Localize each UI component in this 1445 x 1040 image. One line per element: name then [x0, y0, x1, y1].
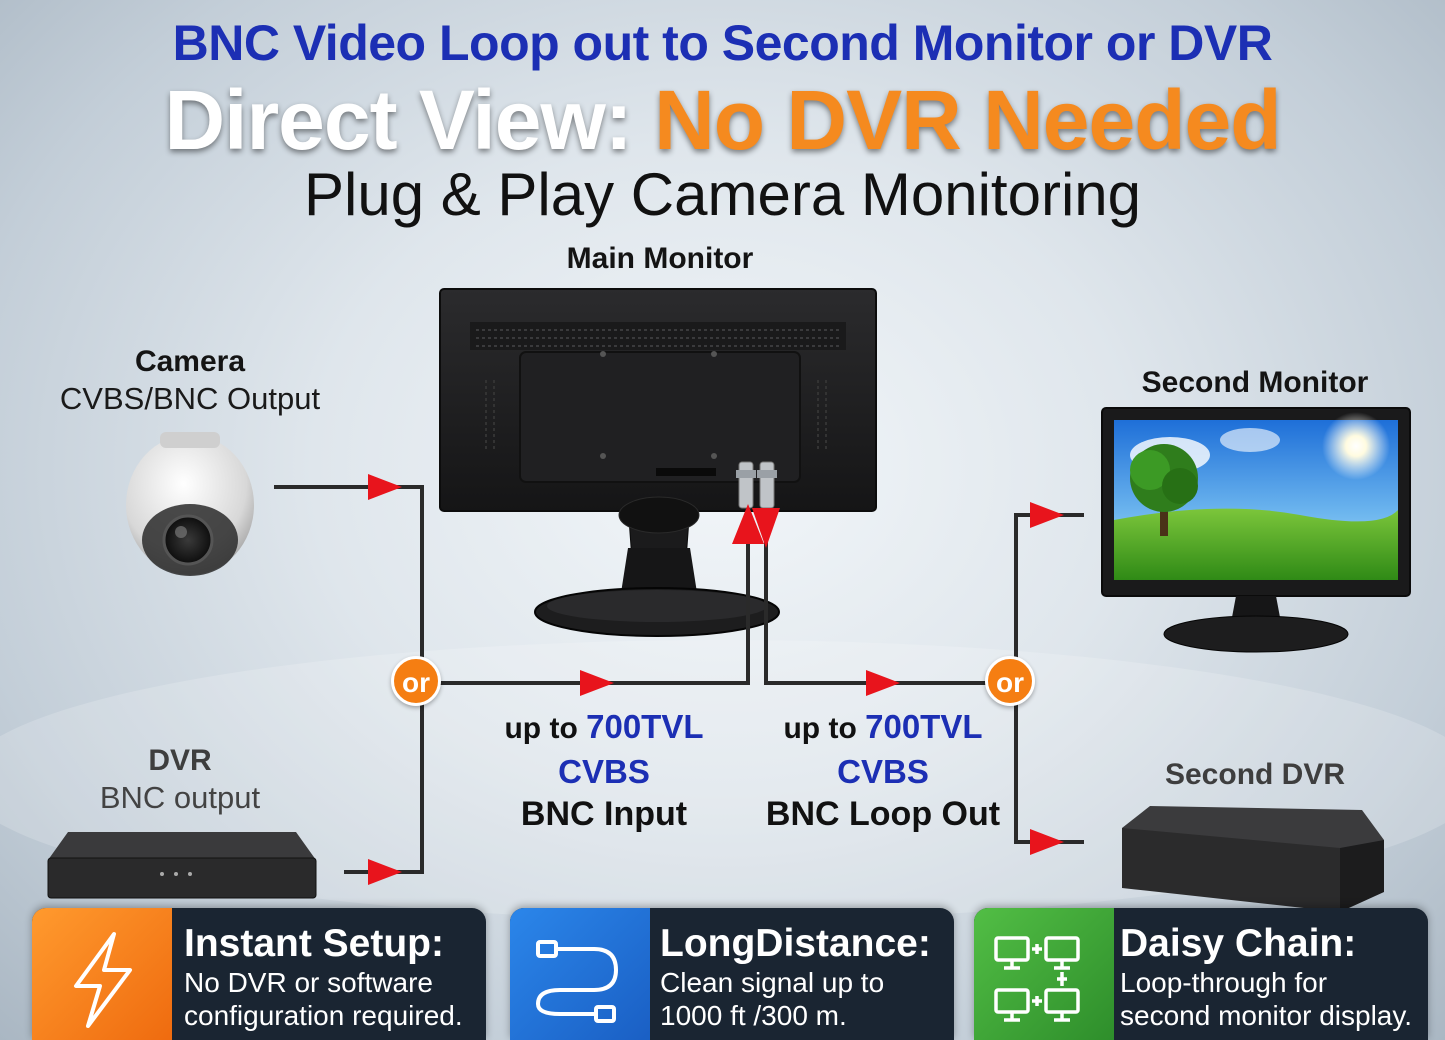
feature-title: Daisy Chain: — [1120, 922, 1357, 965]
feature-card-long-distance: LongDistance: Clean signal up to 1000 ft… — [510, 908, 954, 1040]
or-badge-left: or — [391, 656, 441, 706]
main-monitor-image — [439, 288, 877, 637]
cable-icon — [535, 940, 619, 1023]
second-monitor-label: Second Monitor — [1141, 366, 1369, 399]
input-spec-resolution-line: up to 700TVL — [470, 705, 738, 750]
feature-title: Instant Setup: — [184, 922, 444, 965]
feature-description-line: second monitor display. — [1120, 1000, 1413, 1031]
output-spec-resolution: 700TVL — [865, 708, 983, 745]
feature-title: LongDistance: — [660, 922, 931, 965]
feature-description-line: configuration required. — [184, 1000, 463, 1031]
feature-description: Loop-through for second monitor display. — [1120, 966, 1412, 1032]
lightning-icon — [74, 932, 132, 1028]
input-spec: up to 700TVL CVBS BNC Input — [470, 705, 738, 836]
camera-image — [126, 432, 254, 576]
or-badge-right: or — [985, 656, 1035, 706]
feature-icon-panel-orange — [32, 908, 172, 1040]
output-spec-port: BNC Loop Out — [765, 795, 1001, 833]
heading-direct-view-prefix: Direct View: — [164, 73, 655, 167]
heading-direct-view: Direct View: No DVR Needed — [0, 72, 1445, 169]
signal-arrows — [368, 474, 1064, 885]
feature-icon-panel-blue — [510, 908, 650, 1040]
feature-description-line: 1000 ft /300 m. — [660, 1000, 847, 1031]
input-spec-resolution: 700TVL — [586, 708, 704, 745]
feature-description-line: No DVR or software — [184, 967, 433, 998]
heading-plug-and-play: Plug & Play Camera Monitoring — [303, 161, 1142, 228]
output-spec: up to 700TVL CVBS BNC Loop Out — [740, 705, 1026, 836]
feature-icon-panel-green — [974, 908, 1114, 1040]
feature-description-line: Loop-through for — [1120, 967, 1328, 998]
second-dvr-label: Second DVR — [1110, 758, 1400, 792]
main-monitor-label: Main Monitor — [566, 242, 754, 275]
input-spec-prefix: up to — [504, 712, 587, 745]
output-spec-prefix: up to — [783, 712, 866, 745]
dvr-image — [47, 832, 317, 899]
feature-card-instant-setup: Instant Setup: No DVR or software config… — [32, 908, 486, 1040]
input-spec-port: BNC Input — [520, 795, 688, 833]
input-spec-format: CVBS — [558, 753, 650, 790]
heading-direct-view-accent: No DVR Needed — [654, 73, 1281, 167]
feature-description: No DVR or software configuration require… — [184, 966, 463, 1032]
dvr-output-label: BNC output — [60, 780, 300, 816]
daisy-chain-icon — [994, 936, 1080, 1022]
camera-output-label: CVBS/BNC Output — [59, 381, 321, 416]
output-spec-resolution-line: up to 700TVL — [740, 705, 1026, 750]
output-spec-format: CVBS — [837, 753, 929, 790]
feature-card-daisy-chain: Daisy Chain: Loop-through for second mon… — [974, 908, 1428, 1040]
heading-loop-out: BNC Video Loop out to Second Monitor or … — [172, 15, 1273, 71]
dvr-label: DVR — [80, 744, 280, 778]
feature-description: Clean signal up to 1000 ft /300 m. — [660, 966, 884, 1032]
feature-description-line: Clean signal up to — [660, 967, 885, 998]
second-dvr-image — [1122, 806, 1384, 912]
second-monitor-image — [1101, 407, 1411, 653]
camera-label: Camera — [134, 345, 246, 378]
